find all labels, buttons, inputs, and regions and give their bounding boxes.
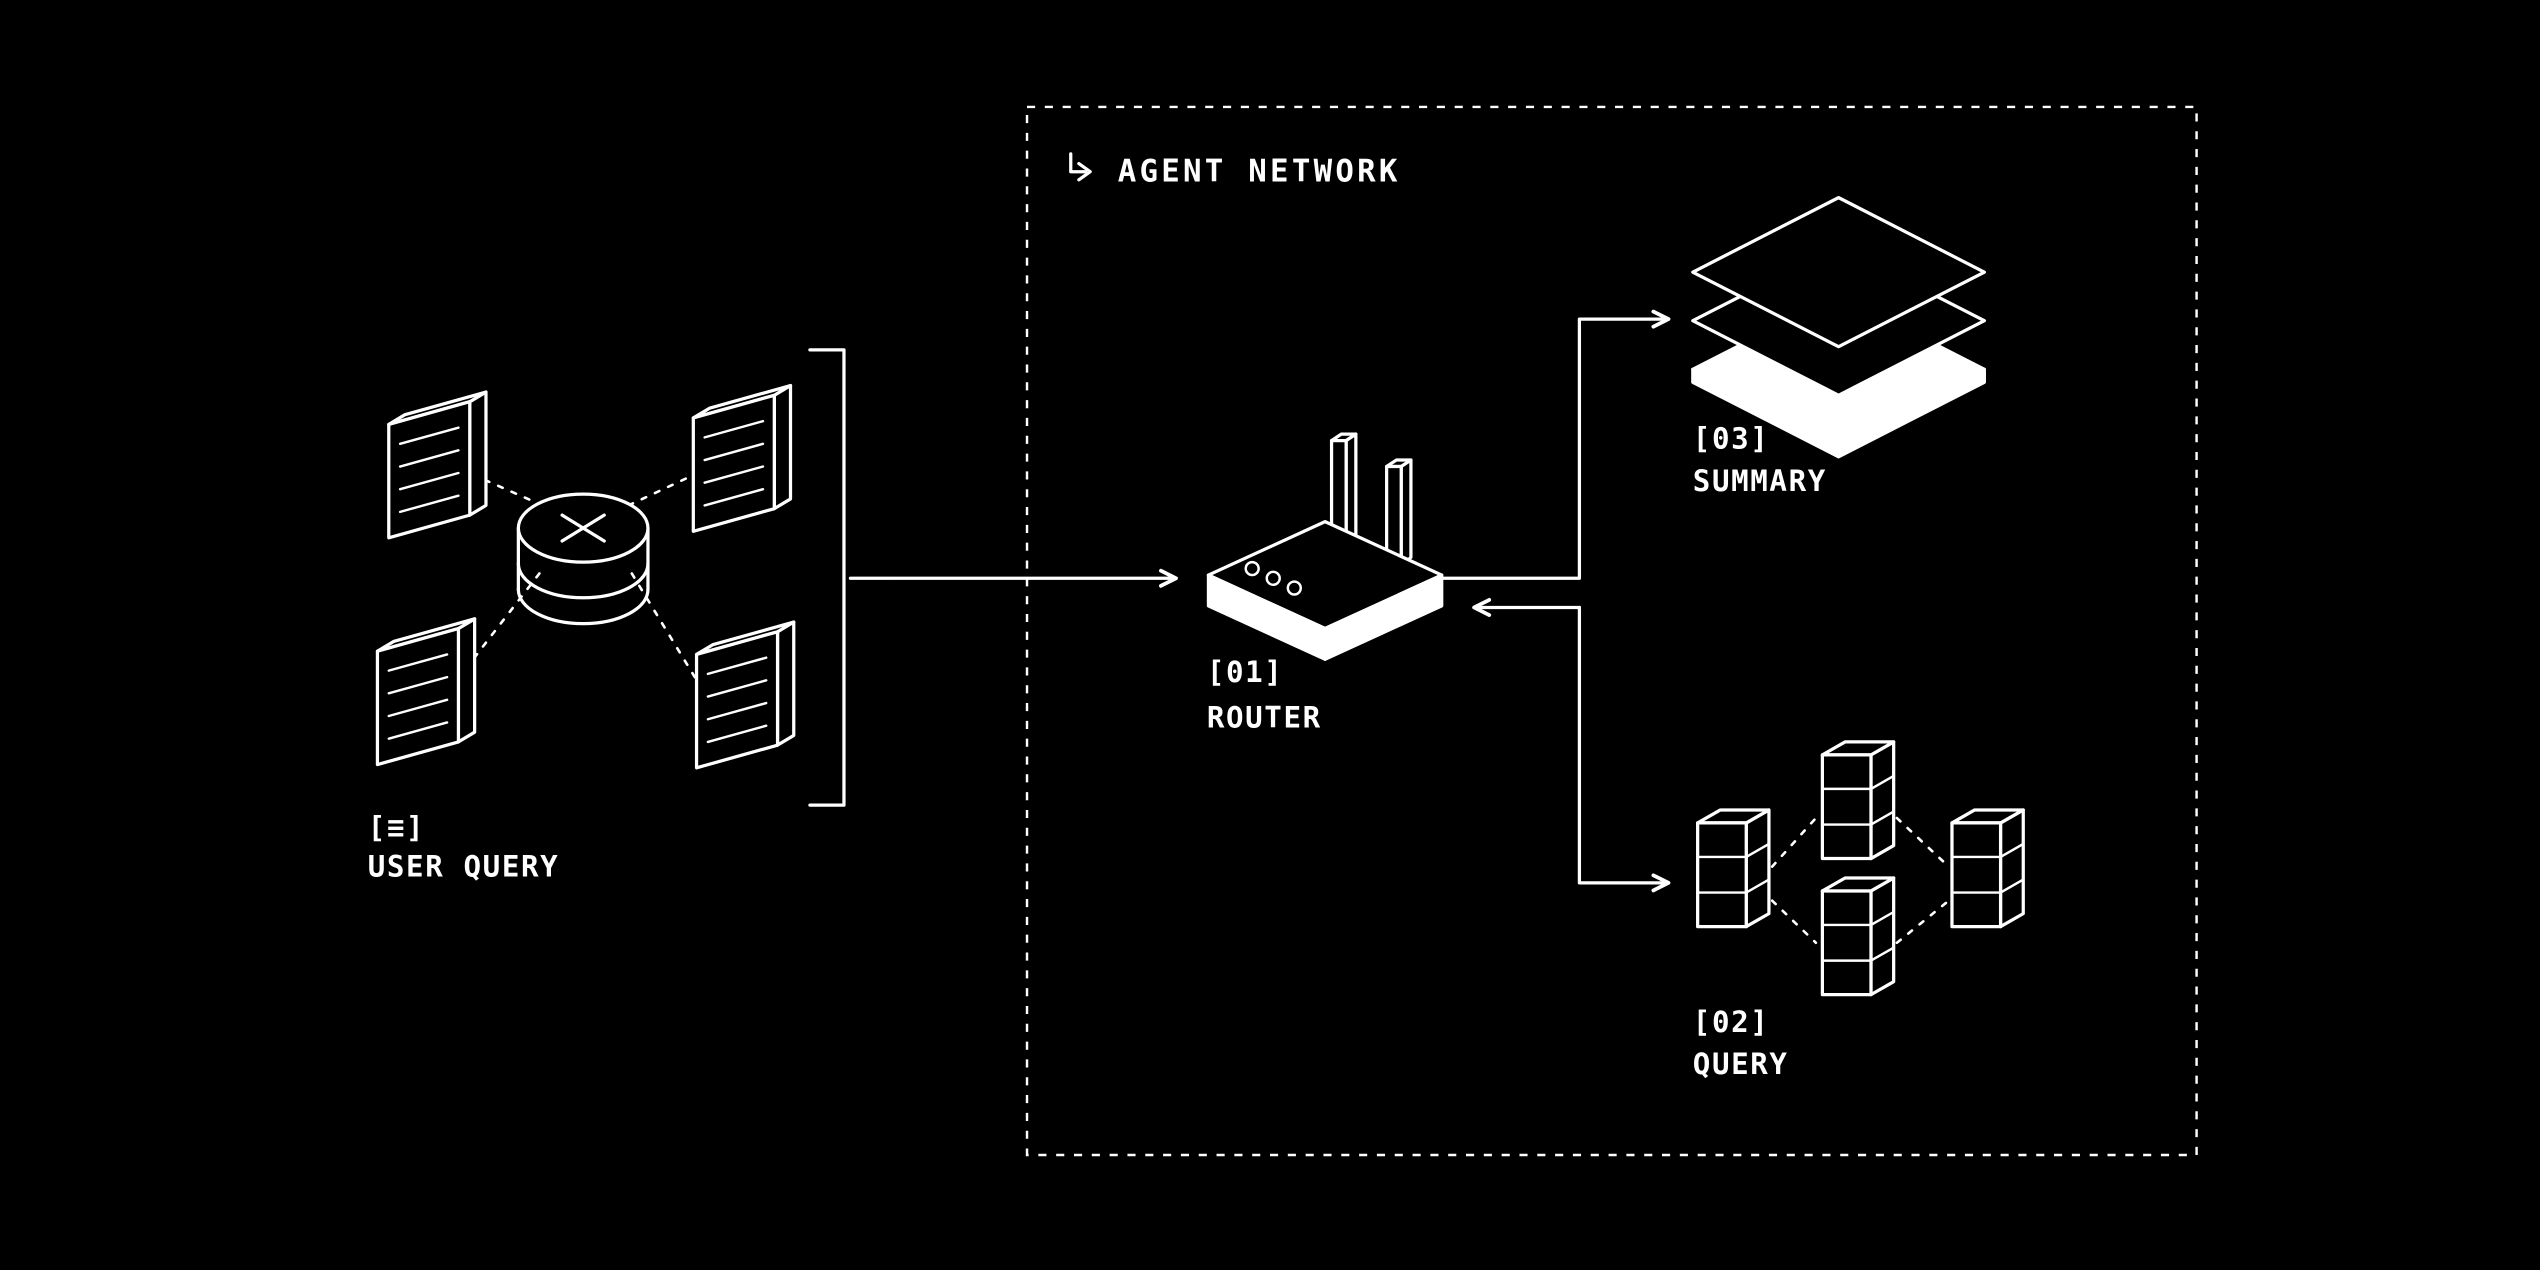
router-led	[1286, 580, 1302, 596]
user-query-cluster: [≡] USER QUERY	[368, 383, 796, 883]
document-icon	[387, 390, 488, 540]
summary-stack-icon	[1691, 196, 1986, 459]
summary-tag: [03]	[1693, 422, 1770, 456]
router-antenna	[1385, 458, 1413, 569]
server-tower-icon	[1820, 876, 1896, 997]
query-cluster-icon	[1696, 740, 2025, 997]
agent-network-boundary	[1025, 105, 2198, 1157]
router-tag: [01]	[1207, 655, 1284, 689]
query-tag: [02]	[1693, 1005, 1770, 1039]
router-node: [01] ROUTER	[1206, 432, 1444, 734]
query-node: [02] QUERY	[1693, 740, 2025, 1081]
dashed-link	[1895, 899, 1951, 945]
router-led	[1244, 560, 1260, 577]
router-led	[1265, 570, 1281, 586]
router-label: ROUTER	[1207, 700, 1322, 734]
agent-network-title: AGENT NETWORK	[1118, 153, 1401, 189]
dashed-link	[1895, 816, 1951, 868]
server-tower-icon	[1950, 808, 2025, 929]
server-tower-icon	[1820, 740, 1896, 861]
router-to-summary-line	[1440, 309, 1671, 580]
flow-arrow-icon	[1069, 152, 1092, 182]
document-icon	[694, 620, 796, 770]
dashed-link	[1770, 816, 1818, 868]
dashed-link	[627, 468, 706, 507]
user-query-tag: [≡]	[368, 810, 426, 844]
user-query-label: USER QUERY	[368, 849, 560, 883]
document-icon	[691, 383, 793, 533]
bracket	[808, 348, 846, 807]
router-to-query-line	[1577, 605, 1671, 893]
database-icon	[516, 492, 650, 626]
agent-network-header: AGENT NETWORK	[1069, 152, 1401, 189]
dashed-link	[1770, 899, 1818, 945]
dashed-link	[630, 572, 706, 695]
document-icon	[375, 617, 477, 767]
summary-node: [03] SUMMARY	[1691, 196, 1986, 498]
router-icon	[1206, 432, 1444, 661]
server-tower-icon	[1696, 808, 1771, 929]
summary-label: SUMMARY	[1693, 464, 1827, 498]
query-label: QUERY	[1693, 1047, 1789, 1081]
